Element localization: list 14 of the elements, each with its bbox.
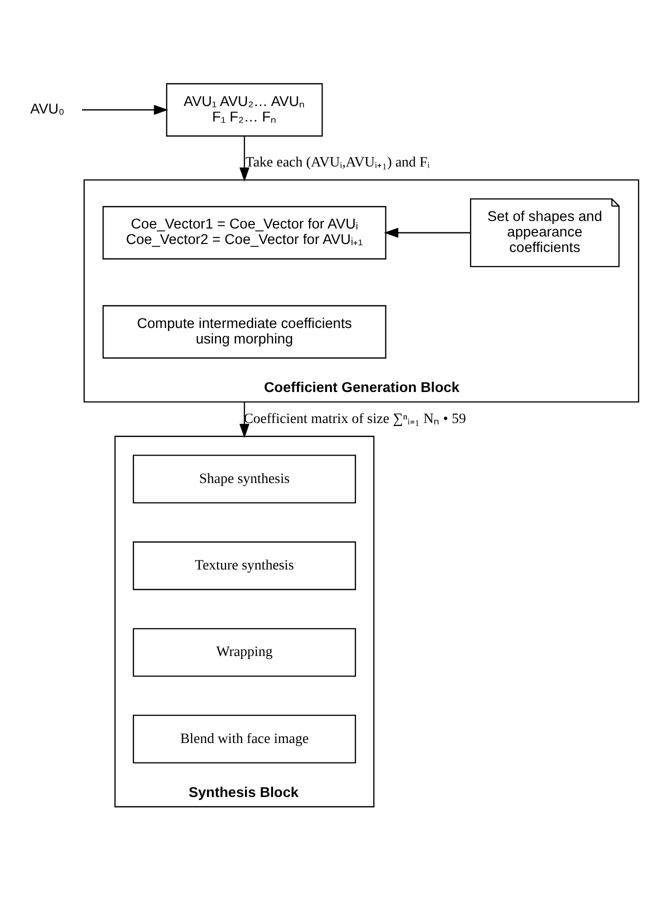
node-box: Compute intermediate coefficients using morphing (102, 304, 386, 358)
node-text: AVU₀ (30, 101, 64, 118)
arrow (384, 227, 471, 238)
node-box: Wrapping (132, 628, 356, 676)
node-box: Coe_Vector1 = Coe_Vector for AVUᵢ Coe_Vector2 = Coe_Vector for AVUᵢ₊₁ (102, 206, 386, 259)
arrow (239, 136, 250, 182)
node-box: Shape synthesis (132, 454, 356, 503)
arrow (239, 401, 250, 438)
edge-label: Take each (AVUᵢ,AVUᵢ₊₁) and Fᵢ (246, 154, 430, 170)
arrow (82, 104, 168, 114)
node-box: AVU₁ AVU₂… AVUₙ F₁ F₂… Fₙ (166, 82, 323, 136)
edge-label: Coefficient matrix of size ∑ⁿᵢ₌₁ Nₙ • 59 (244, 410, 466, 426)
node-box: Blend with face image (132, 714, 356, 763)
node-box: Texture synthesis (132, 540, 356, 590)
